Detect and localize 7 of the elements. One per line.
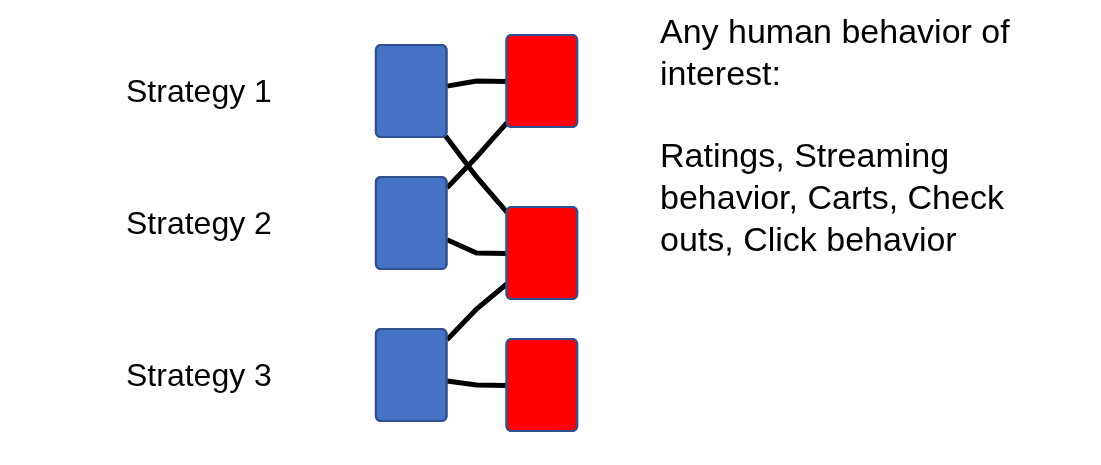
connector [447,78,508,89]
note-text: Ratings, Streaming behavior, Carts, Check outs, Click behavior [660,135,1005,260]
connector [447,377,508,388]
node-label: Strategy 1 [126,72,273,109]
node-label: Strategy 2 [126,204,273,241]
node-label: Strategy 3 [126,356,273,393]
note-text: Any human behavior of interest: [660,11,1011,94]
